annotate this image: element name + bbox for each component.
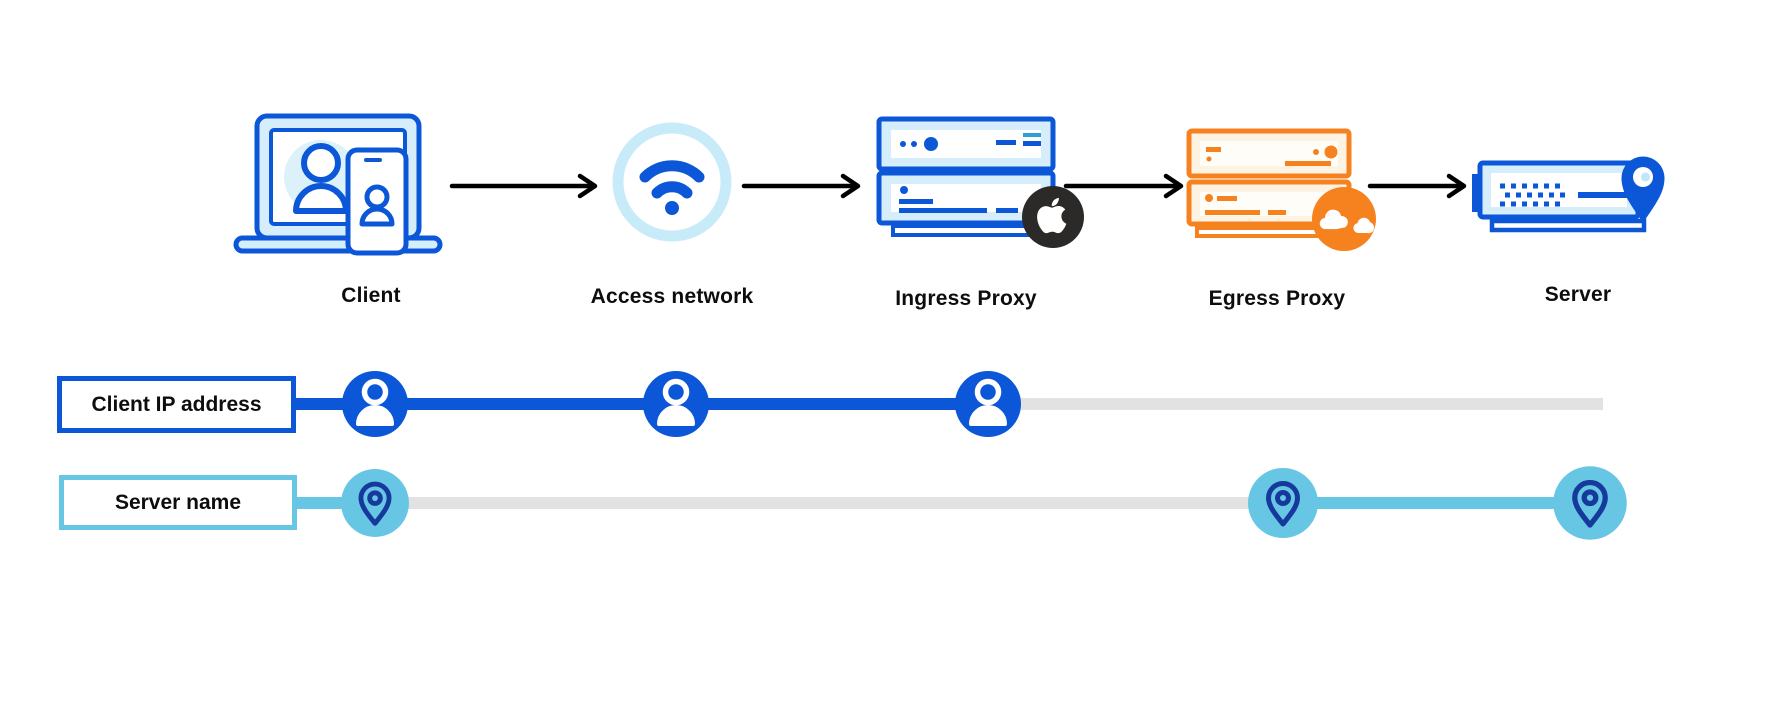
user-icon	[643, 371, 709, 437]
arrow-egress-to-server	[1367, 173, 1467, 199]
user-icon	[342, 371, 408, 437]
apple-logo-icon	[1022, 186, 1084, 248]
node-label-access-network: Access network	[590, 285, 754, 308]
track-cyan-segment	[1283, 497, 1591, 509]
laptop-user-icon	[293, 143, 349, 214]
server-name-label-box: Server name	[59, 475, 297, 530]
arrow-ingress-to-egress	[1063, 173, 1184, 199]
server-detail-marks	[1205, 194, 1286, 215]
server-name-track	[292, 466, 1627, 540]
server-detail-marks	[899, 186, 1018, 213]
server-dot-grid	[1500, 183, 1566, 207]
location-pin-icon	[341, 469, 409, 537]
ingress-proxy-icon	[876, 116, 1084, 248]
server-detail-marks	[1206, 145, 1338, 166]
user-icon	[955, 371, 1021, 437]
server-icon	[1472, 156, 1665, 233]
arrow-client-to-access	[449, 173, 598, 199]
laptop-base	[233, 235, 443, 254]
phone-icon	[345, 147, 409, 256]
arrow-access-to-ingress	[741, 173, 861, 199]
node-label-client: Client	[341, 284, 401, 307]
wifi-icon	[612, 122, 732, 242]
node-label-ingress-proxy: Ingress Proxy	[895, 287, 1037, 310]
cloudflare-logo-icon	[1312, 187, 1376, 251]
track-gray-segment	[375, 497, 1287, 509]
track-gray-segment	[985, 398, 1603, 410]
client-icon	[233, 113, 443, 256]
location-pin-icon	[1553, 466, 1627, 540]
node-label-egress-proxy: Egress Proxy	[1208, 287, 1346, 310]
track-blue-segment	[292, 398, 990, 410]
node-label-server: Server	[1544, 283, 1612, 306]
client-ip-track	[292, 371, 1603, 437]
server-detail-marks	[900, 137, 1041, 151]
location-pin-icon	[1621, 156, 1665, 223]
egress-proxy-icon	[1186, 128, 1376, 251]
client-ip-address-label-box: Client IP address	[57, 376, 296, 433]
location-pin-icon	[1248, 468, 1318, 538]
